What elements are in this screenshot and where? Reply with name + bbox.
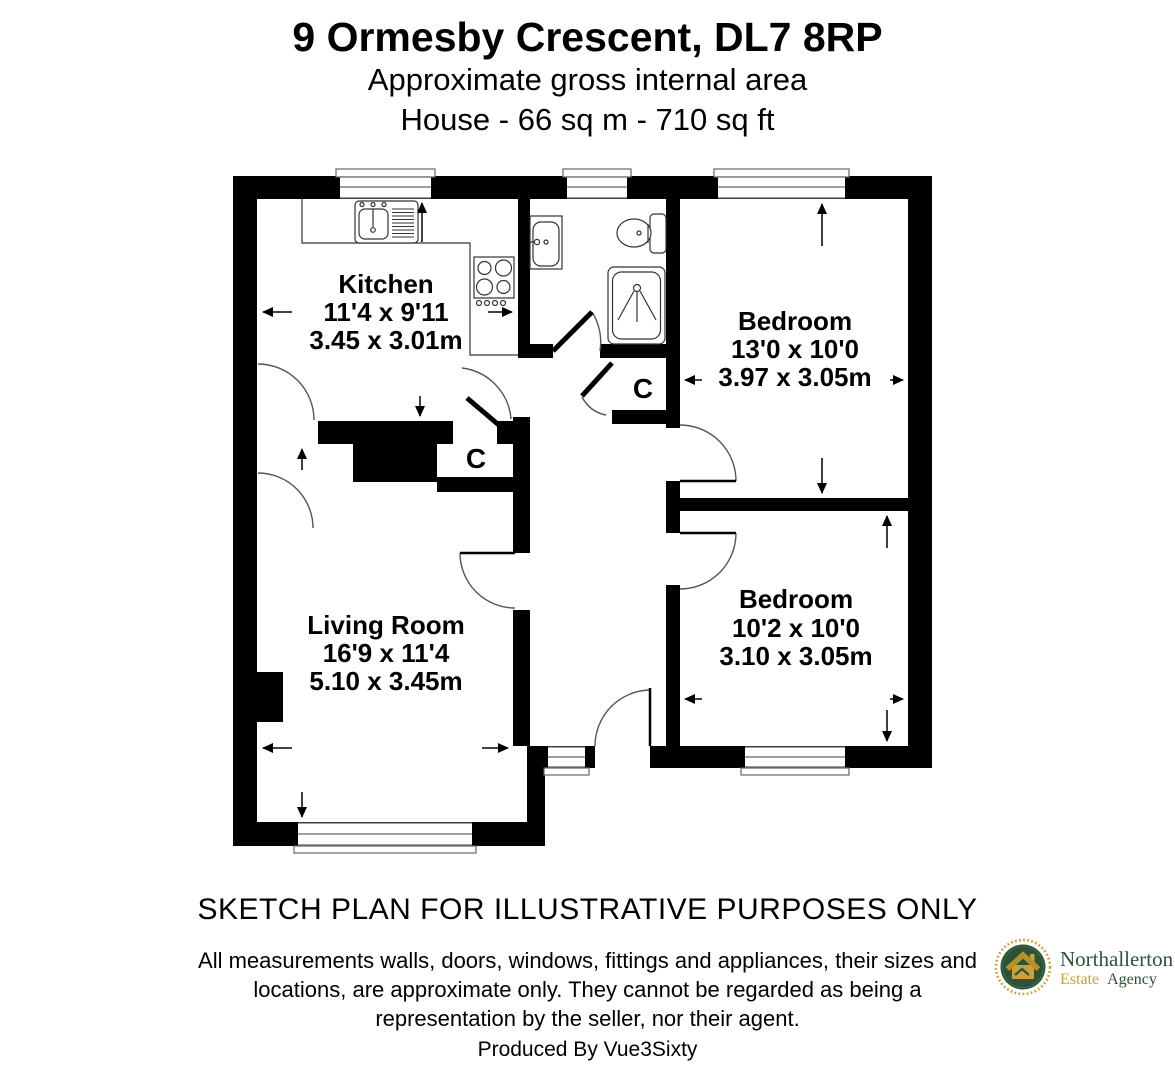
room-labels: Kitchen 11'4 x 9'11 3.45 x 3.01m Bedroom…	[307, 269, 872, 696]
fixtures	[301, 199, 667, 356]
bathroom-sink-icon	[529, 215, 563, 270]
kitchen-window	[335, 168, 436, 199]
wall	[233, 176, 257, 846]
disclaimer: All measurements walls, doors, windows, …	[0, 946, 1175, 1033]
bedroom2-dims-imperial: 10'2 x 10'0	[732, 613, 860, 643]
floor-plan: Kitchen 11'4 x 9'11 3.45 x 3.01m Bedroom…	[225, 155, 950, 875]
living-room-door	[459, 551, 516, 609]
bedroom2-dims-metric: 3.10 x 3.05m	[719, 641, 872, 671]
disclaimer-line-1: All measurements walls, doors, windows, …	[198, 948, 977, 973]
sketch-plan-note: SKETCH PLAN FOR ILLUSTRATIVE PURPOSES ON…	[197, 893, 978, 926]
bedroom2-label: Bedroom	[739, 584, 853, 614]
logo-agency-subtitle: Estate Agency	[1060, 970, 1173, 988]
wall	[497, 421, 513, 444]
wall	[513, 417, 530, 553]
wall	[527, 746, 932, 768]
hob-icon	[473, 256, 515, 307]
house-badge-icon	[994, 938, 1052, 996]
wall	[527, 746, 545, 846]
bedroom2-door	[679, 531, 737, 590]
wall	[513, 610, 530, 746]
bathroom-window	[562, 168, 632, 199]
plan-header: 9 Ormesby Crescent, DL7 8RP Approximate …	[0, 14, 1175, 140]
disclaimer-line-2: locations, are approximate only. They ca…	[253, 977, 922, 1002]
shower-icon	[607, 266, 666, 345]
bathroom-closet-label: C	[633, 373, 653, 404]
living-room-dims-imperial: 16'9 x 11'4	[323, 638, 450, 668]
logo-estate-word: Estate	[1060, 970, 1100, 988]
measure-arrows	[262, 202, 904, 818]
produced-by: Produced By Vue3Sixty	[477, 1038, 698, 1061]
floor-plan-svg: Kitchen 11'4 x 9'11 3.45 x 3.01m Bedroom…	[233, 168, 932, 854]
kitchen-counter	[301, 199, 518, 356]
chimney-breast	[257, 672, 283, 722]
wall	[318, 421, 453, 444]
kitchen-label: Kitchen	[338, 269, 433, 299]
front-door-sidelight-window	[543, 746, 590, 776]
estate-agency-logo-badge	[994, 938, 1052, 996]
logo-agency-name: Northallerton	[1060, 946, 1174, 971]
bedroom1-dims-metric: 3.97 x 3.05m	[718, 362, 871, 392]
kitchen-sink-icon	[354, 200, 419, 244]
bedroom1-label: Bedroom	[738, 306, 852, 336]
page-title: 9 Ormesby Crescent, DL7 8RP	[292, 14, 883, 60]
bedroom2-window	[740, 746, 850, 776]
wall	[612, 410, 668, 424]
bedroom1-door	[679, 424, 737, 483]
bedroom1-window	[713, 168, 850, 199]
wall	[518, 344, 553, 358]
kitchen-dims-metric: 3.45 x 3.01m	[309, 325, 462, 355]
wall	[666, 199, 680, 428]
bathroom-door	[551, 310, 602, 353]
front-door-opening	[595, 746, 650, 768]
wall	[666, 481, 680, 533]
bathroom-closet-door	[580, 361, 614, 416]
windows	[293, 168, 850, 854]
living-room-window	[293, 822, 477, 854]
disclaimer-line-3: representation by the seller, nor their …	[375, 1006, 800, 1031]
subtitle-area: Approximate gross internal area	[367, 62, 808, 97]
bedroom1-dims-imperial: 13'0 x 10'0	[731, 334, 859, 364]
wall	[908, 176, 932, 768]
kitchen-door	[257, 363, 315, 529]
living-room-label: Living Room	[307, 610, 464, 640]
hall-closet-door	[461, 367, 512, 428]
wall	[600, 344, 668, 358]
wall	[666, 585, 680, 746]
living-room-dims-metric: 5.10 x 3.45m	[309, 666, 462, 696]
estate-agency-logo-text: Northallerton Estate Agency	[1060, 946, 1174, 988]
toilet-icon	[616, 213, 667, 254]
estate-agency-logo: Northallerton Estate Agency	[993, 937, 1173, 999]
wall	[437, 477, 530, 492]
wall	[353, 444, 437, 482]
wall	[680, 498, 908, 511]
wall	[518, 199, 530, 357]
kitchen-dims-imperial: 11'4 x 9'11	[323, 297, 448, 327]
front-door	[594, 688, 652, 747]
subtitle-size: House - 66 sq m - 710 sq ft	[400, 102, 775, 137]
doors	[257, 310, 737, 747]
hall-closet-label: C	[466, 443, 486, 474]
logo-agency-word: Agency	[1107, 970, 1157, 988]
